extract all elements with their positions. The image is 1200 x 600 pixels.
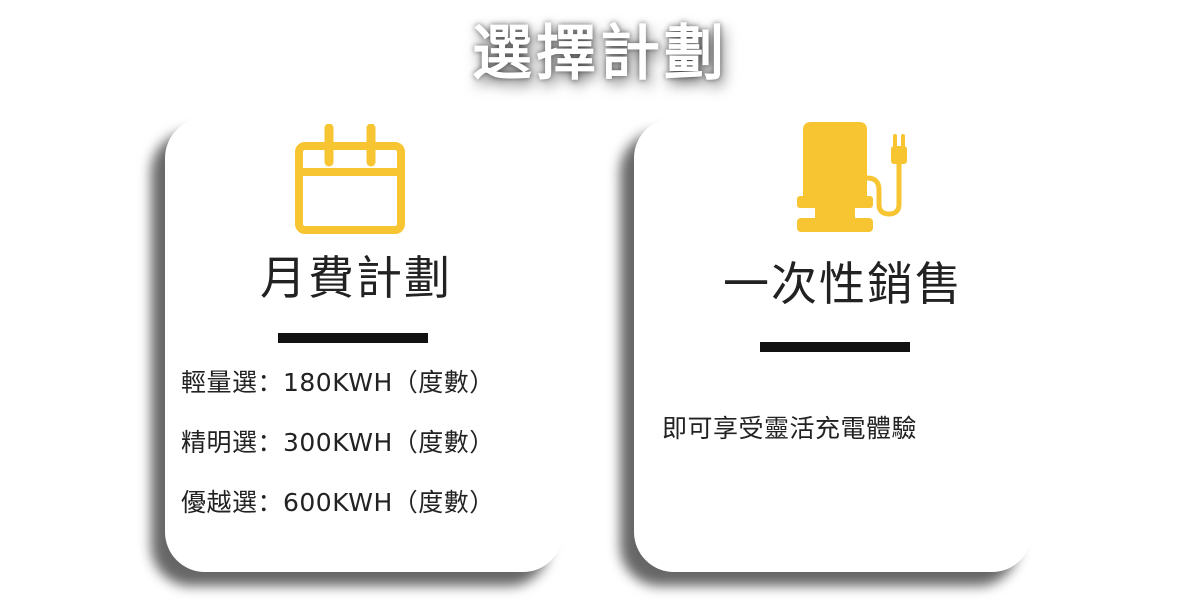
monthly-plan-divider (278, 333, 428, 343)
plan-item-light[interactable]: 輕量選：180KWH（度數） (181, 368, 495, 397)
calendar-icon (295, 124, 405, 234)
plan-item-smart[interactable]: 精明選：300KWH（度數） (181, 428, 495, 457)
one-time-sale-divider (760, 342, 910, 352)
ev-charger-icon (797, 122, 907, 232)
one-time-sale-description: 即可享受靈活充電體驗 (662, 414, 918, 443)
monthly-plan-list: 輕量選：180KWH（度數） 精明選：300KWH（度數） 優越選：600KWH… (181, 366, 495, 546)
monthly-plan-card[interactable]: 月費計劃 輕量選：180KWH（度數） 精明選：300KWH（度數） 優越選：6… (165, 118, 563, 572)
monthly-plan-title: 月費計劃 (260, 251, 452, 305)
plan-item-premium[interactable]: 優越選：600KWH（度數） (181, 488, 495, 517)
one-time-sale-card[interactable]: 一次性銷售 即可享受靈活充電體驗 (634, 118, 1032, 572)
page-title: 選擇計劃 (472, 19, 728, 89)
one-time-sale-title: 一次性銷售 (723, 257, 963, 311)
